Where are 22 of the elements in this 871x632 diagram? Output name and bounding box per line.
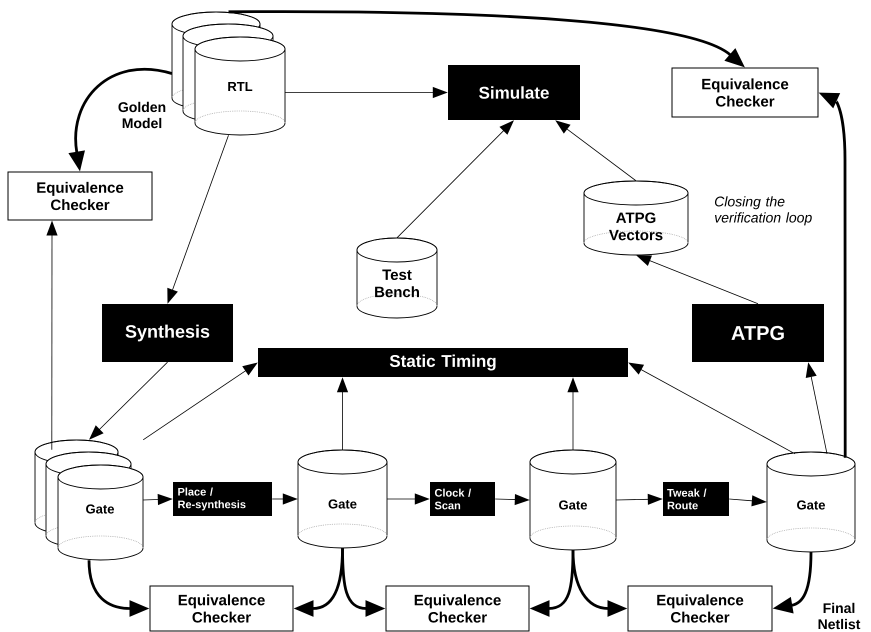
side-label: Final Netlist [818, 602, 860, 630]
step-box: Tweak / Route [663, 482, 729, 516]
cylinder-stack: RTL [172, 12, 286, 136]
process-box: ATPG [692, 304, 824, 362]
side-label: Golden Model [118, 102, 166, 128]
cylinder-stack: Gate [34, 440, 144, 560]
step-box: Clock / Scan [430, 482, 495, 516]
process-box: Static Timing [258, 348, 628, 377]
checker-box: Equivalence Checker [672, 68, 818, 118]
cylinder: Gate [766, 452, 856, 552]
checker-box: Equivalence Checker [628, 586, 772, 632]
cylinder: Gate [530, 450, 616, 550]
checker-box: Equivalence Checker [8, 172, 152, 220]
note-text: Closing the verification loop [714, 196, 812, 226]
cylinder: Test Bench [356, 238, 438, 318]
process-box: Simulate [448, 65, 580, 120]
cylinder: Gate [298, 450, 388, 548]
process-box: Synthesis [102, 304, 233, 362]
checker-box: Equivalence Checker [150, 586, 294, 632]
checker-box: Equivalence Checker [386, 586, 530, 632]
step-box: Place / Re-synthesis [173, 482, 272, 516]
cylinder: ATPG Vectors [584, 180, 688, 256]
